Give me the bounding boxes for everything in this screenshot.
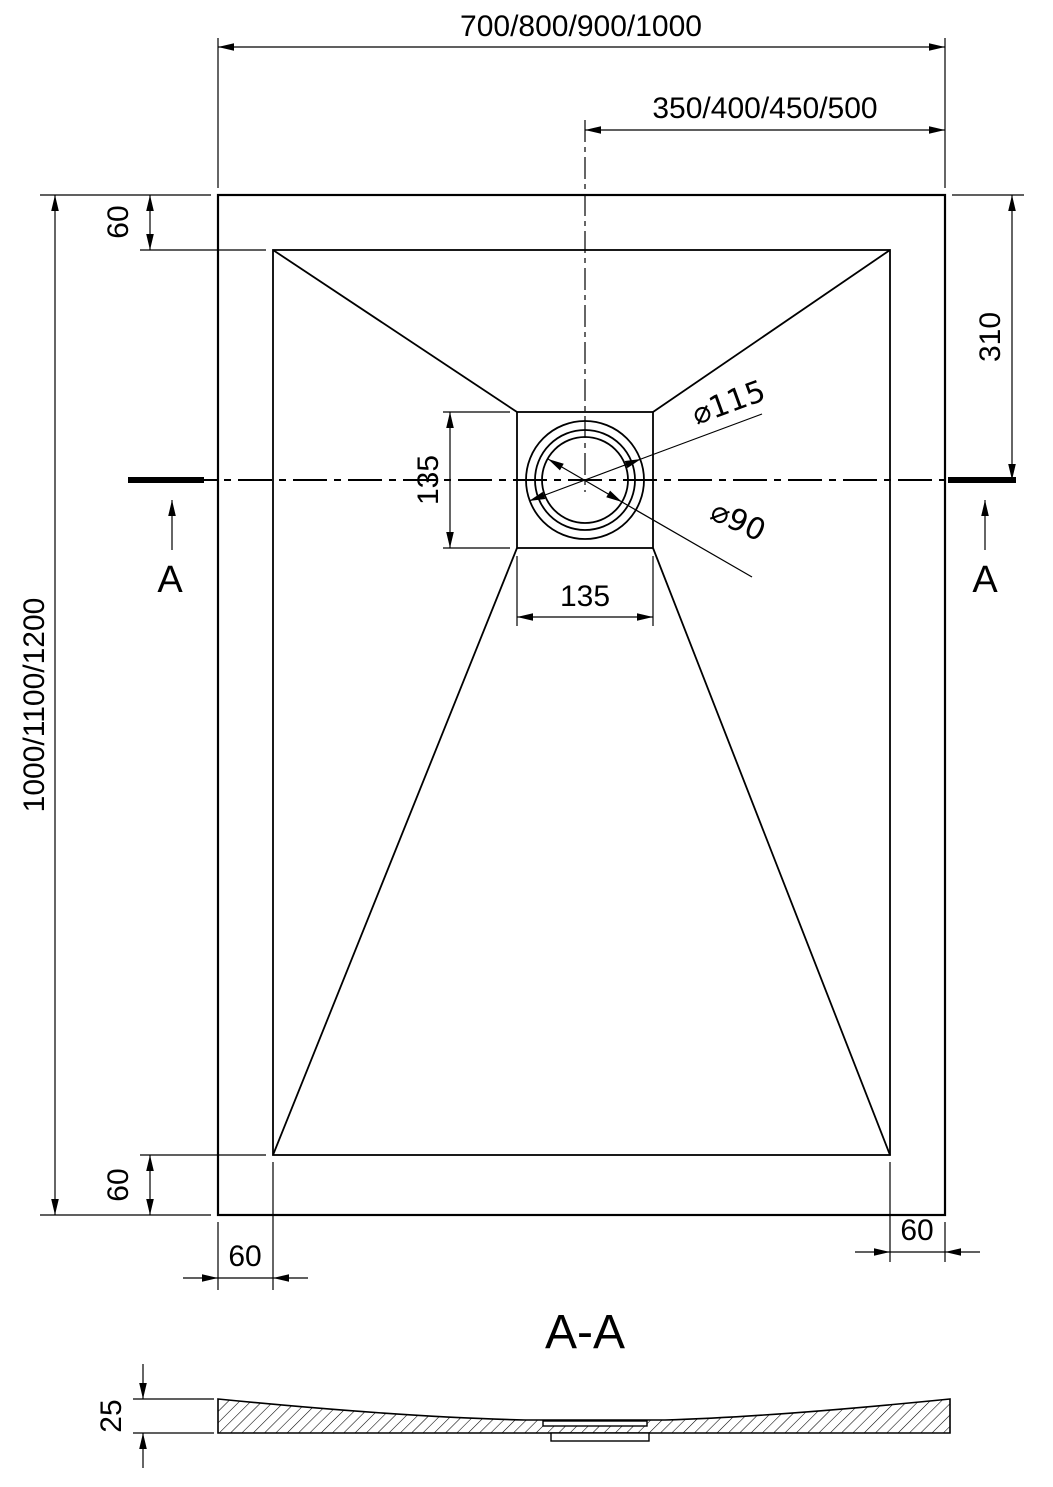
tray-inner-rect bbox=[272, 249, 891, 1156]
center-lines bbox=[128, 120, 1012, 492]
section-label-right: A bbox=[972, 559, 998, 601]
dim-drain-box-width-label: 135 bbox=[560, 580, 610, 613]
dim-edge-right: 60 bbox=[855, 1162, 980, 1262]
dim-overall-width-label: 700/800/900/1000 bbox=[460, 10, 702, 43]
dim-edge-left-label: 60 bbox=[228, 1240, 261, 1273]
dim-drain-inner-dia: ⌀90 bbox=[547, 458, 771, 578]
dim-drain-inner-dia-label: ⌀90 bbox=[705, 494, 771, 549]
section-title: A-A bbox=[545, 1306, 625, 1359]
dim-drain-outer-dia-label: ⌀115 bbox=[687, 374, 770, 433]
dim-drain-box-height-label: 135 bbox=[412, 455, 445, 505]
dim-half-width-label: 350/400/450/500 bbox=[652, 92, 877, 125]
section-cut-line: A A bbox=[128, 477, 1016, 601]
plan-view: A A 700/800/900/1000 350/400/450/500 100… bbox=[18, 10, 1024, 1290]
section-profile bbox=[217, 1398, 951, 1442]
dim-drain-box-height: 135 bbox=[412, 411, 510, 549]
section-view: A-A 25 bbox=[95, 1306, 951, 1468]
dim-edge-bottom-label: 60 bbox=[102, 1168, 135, 1201]
dim-drain-outer-dia: ⌀115 bbox=[528, 374, 770, 502]
dim-edge-top: 60 bbox=[102, 195, 266, 251]
tray-cross-section bbox=[217, 1398, 951, 1434]
dim-edge-right-label: 60 bbox=[900, 1214, 933, 1247]
dim-overall-length: 1000/1100/1200 bbox=[18, 194, 211, 1216]
tray-outline bbox=[216, 193, 947, 1217]
dim-edge-top-label: 60 bbox=[102, 205, 135, 238]
section-label-left: A bbox=[157, 559, 183, 601]
tray-outer-rect bbox=[216, 193, 947, 1217]
dim-thickness-label: 25 bbox=[95, 1399, 128, 1432]
dim-overall-length-label: 1000/1100/1200 bbox=[18, 598, 51, 813]
dim-drain-offset-label: 310 bbox=[974, 312, 1007, 362]
dim-drain-offset: 310 bbox=[952, 194, 1024, 480]
dim-edge-bottom: 60 bbox=[102, 1154, 266, 1215]
dim-edge-left: 60 bbox=[183, 1162, 308, 1290]
drain-cover-section bbox=[542, 1420, 648, 1427]
dim-drain-box-width: 135 bbox=[516, 556, 654, 626]
drain-housing-section bbox=[550, 1432, 650, 1442]
dim-half-width: 350/400/450/500 bbox=[585, 92, 945, 134]
dim-overall-width: 700/800/900/1000 bbox=[217, 10, 946, 188]
dim-thickness: 25 bbox=[95, 1364, 214, 1468]
